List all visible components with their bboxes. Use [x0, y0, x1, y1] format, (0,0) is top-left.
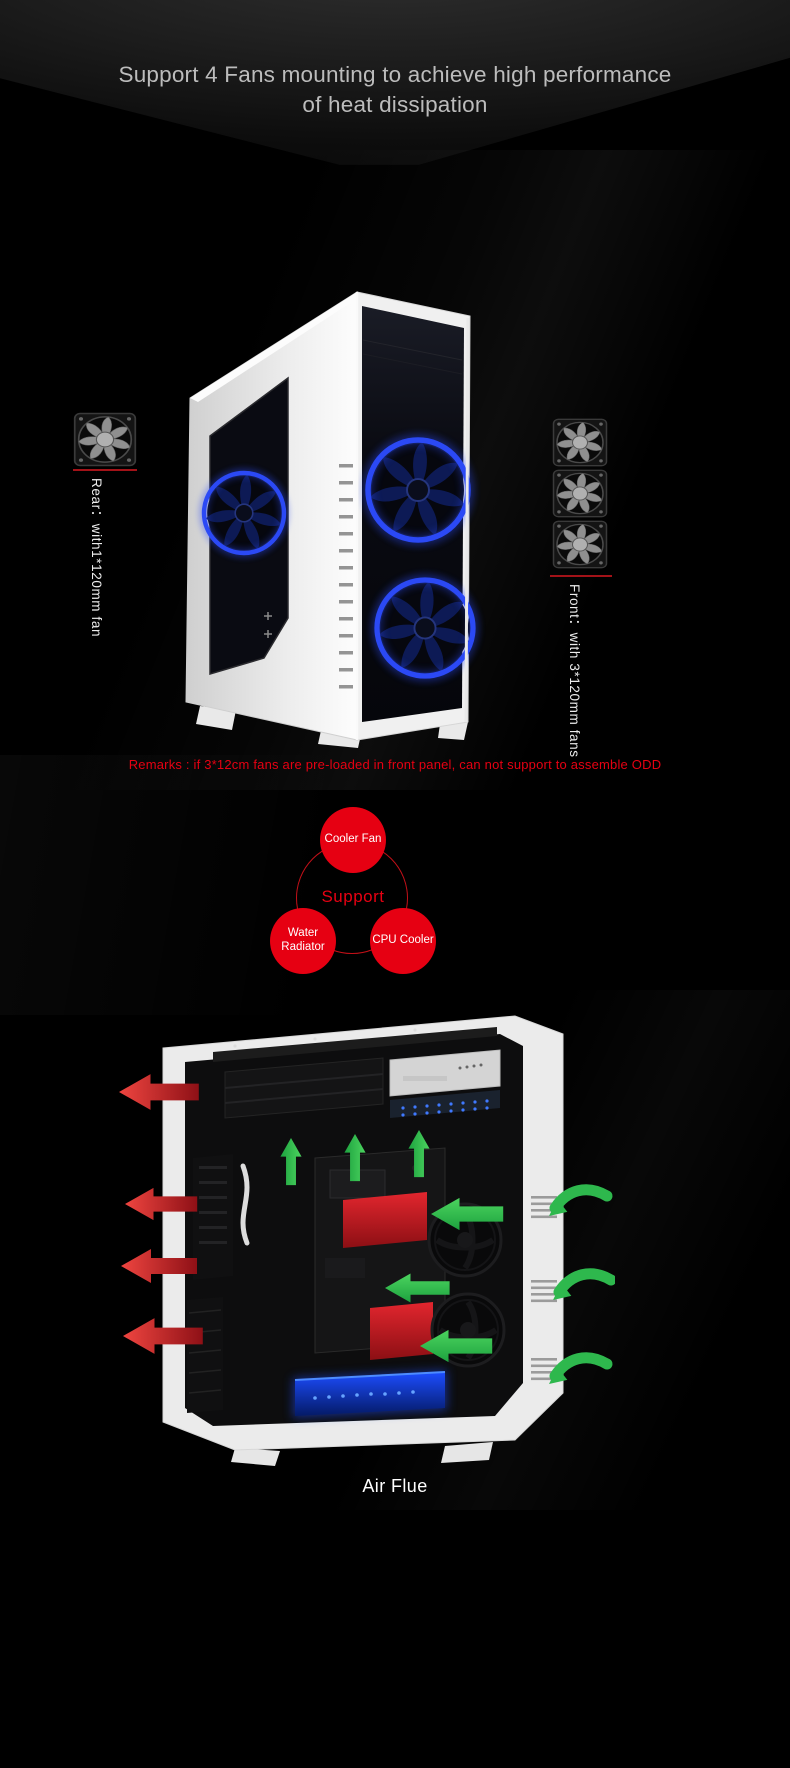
support-center-label: Support	[321, 887, 385, 906]
front-annotation-divider	[550, 575, 612, 577]
rear-annotation-divider	[73, 469, 137, 471]
support-node-cooler-fan: Cooler Fan	[320, 807, 386, 873]
airflow-section	[0, 1008, 790, 1478]
led-mesh-panel	[390, 1090, 500, 1118]
front-fan-icons	[552, 418, 608, 569]
front-fan-icon-1	[552, 418, 608, 467]
remarks-text: Remarks : if 3*12cm fans are pre-loaded …	[128, 757, 662, 772]
front-vent-slots	[531, 1196, 557, 1381]
page-title-line1: Support 4 Fans mounting to achieve high …	[118, 62, 672, 87]
power-buttons	[264, 612, 272, 638]
support-node-cpu-cooler: CPU Cooler	[370, 908, 436, 974]
support-node-water-radiator: Water Radiator	[270, 908, 336, 974]
support-diagram: Support Cooler Fan Water Radiator CPU Co…	[0, 805, 790, 1015]
airflow-case-image	[119, 1015, 615, 1466]
rear-fan-label: Rear：with1*120mm fan	[89, 478, 104, 638]
page-title: Support 4 Fans mounting to achieve high …	[0, 60, 790, 121]
psu-led	[293, 1370, 447, 1418]
rear-fan-icon	[73, 412, 137, 467]
front-fan-label: Front：with 3*120mm fans	[567, 584, 582, 758]
front-led-fan-top	[356, 428, 480, 552]
pc-case-image	[185, 291, 508, 748]
odd-drive	[389, 1049, 501, 1097]
side-vent-slots	[339, 464, 353, 689]
front-fan-icon-2	[552, 469, 608, 518]
case-showcase-section: Rear：with1*120mm fan Front：with 3*120mm …	[0, 270, 790, 775]
side-led-fan	[194, 463, 293, 562]
highlighted-component-top	[343, 1192, 427, 1248]
highlighted-component-bottom	[370, 1302, 433, 1360]
intake-arrows	[549, 1184, 615, 1384]
rear-pci-slots	[187, 1154, 233, 1413]
case-front-panel	[356, 291, 485, 741]
airflow-caption: Air Flue	[362, 1476, 428, 1496]
case-side-panel	[185, 291, 364, 741]
case-interior	[187, 1049, 506, 1418]
page-title-line2: of heat dissipation	[302, 92, 488, 118]
case-feet	[196, 706, 468, 748]
white-cable	[240, 1163, 250, 1246]
front-fan-icon-3	[552, 520, 608, 569]
